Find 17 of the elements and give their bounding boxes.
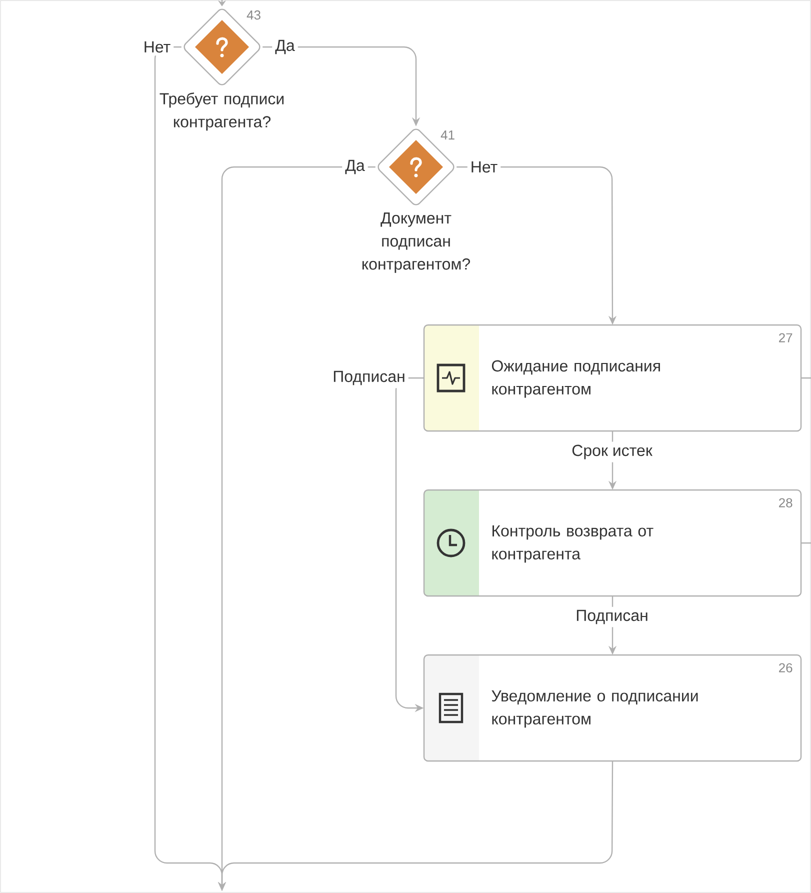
- edge-label: Нет: [467, 158, 501, 176]
- decision-label: Требует подписи контрагента?: [160, 92, 284, 131]
- edge-label: Подписан: [572, 606, 652, 628]
- step-number: 41: [440, 130, 454, 140]
- edge-label: Подписан: [330, 368, 408, 388]
- decision-label: Документ подписан контрагентом?: [362, 212, 470, 273]
- step-number: 28: [779, 498, 792, 508]
- step-number: 27: [779, 333, 792, 342]
- step-number: 26: [779, 663, 792, 672]
- edge-label: Да: [342, 156, 368, 178]
- task-label: Ожидание подписания контрагентом: [492, 360, 660, 398]
- task-label: Уведомление о подписании контрагентом: [492, 690, 698, 728]
- edge-label: Да: [272, 36, 298, 58]
- edge-label: Нет: [140, 38, 174, 56]
- step-number: 43: [246, 10, 260, 20]
- edge-label: Срок истек: [568, 442, 656, 462]
- task-label: Контроль возврата от контрагента: [492, 525, 654, 563]
